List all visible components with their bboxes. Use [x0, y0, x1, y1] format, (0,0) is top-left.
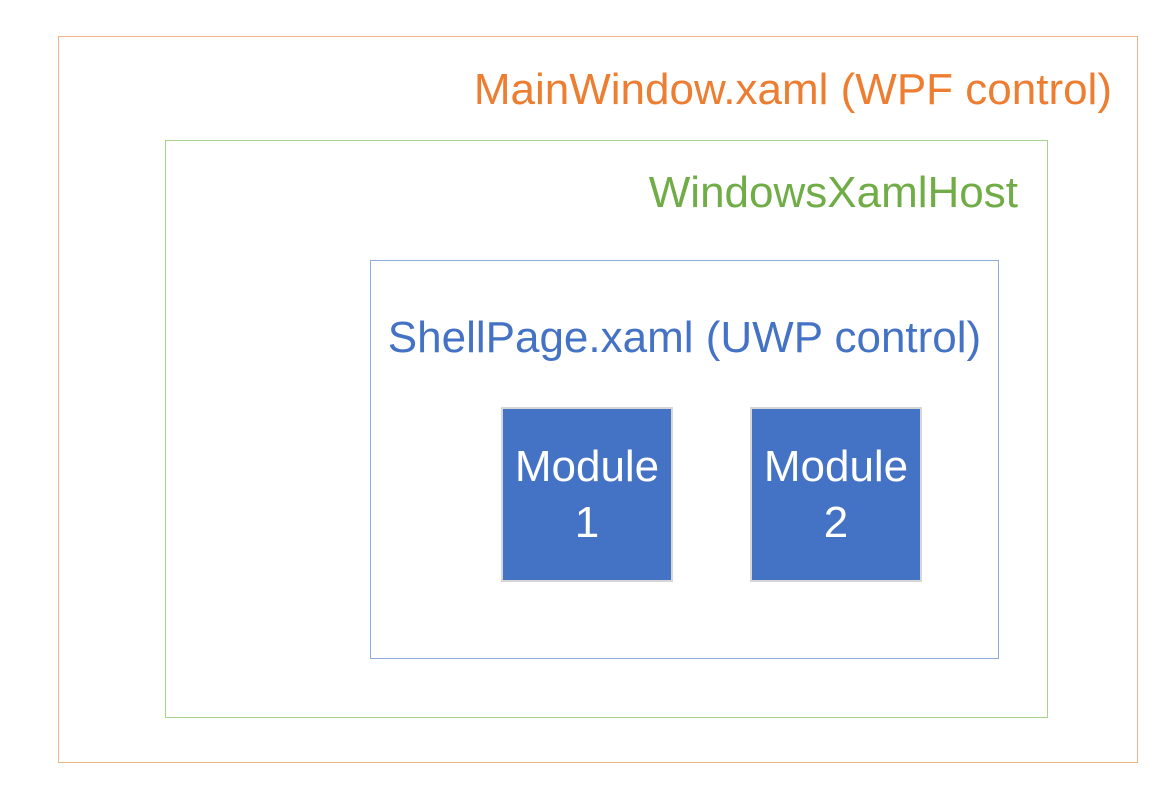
shellpage-uwp-box: [370, 260, 999, 659]
module-1-block: Module 1: [501, 407, 673, 582]
module-2-label: Module 2: [763, 441, 909, 547]
windows-xaml-host-box: [165, 140, 1048, 718]
windows-xaml-host-label: WindowsXamlHost: [648, 168, 1018, 217]
shellpage-uwp-label: ShellPage.xaml (UWP control): [387, 313, 982, 362]
mainwindow-wpf-box: [58, 36, 1138, 763]
module-1-label: Module 1: [514, 441, 660, 547]
mainwindow-wpf-label: MainWindow.xaml (WPF control): [473, 65, 1112, 114]
module-2-block: Module 2: [750, 407, 922, 582]
